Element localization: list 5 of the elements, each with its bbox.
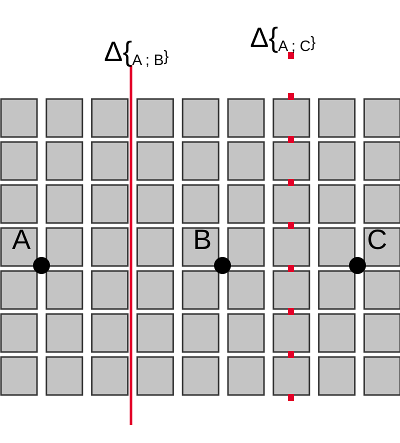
- point-label: B: [193, 226, 212, 254]
- bisector-label: Δ{$_{A ; C}$}: [250, 24, 316, 52]
- point-label: A: [12, 226, 31, 254]
- point-label: C: [367, 226, 388, 254]
- bisector-label: Δ{$_{A ; B}$}: [104, 38, 169, 66]
